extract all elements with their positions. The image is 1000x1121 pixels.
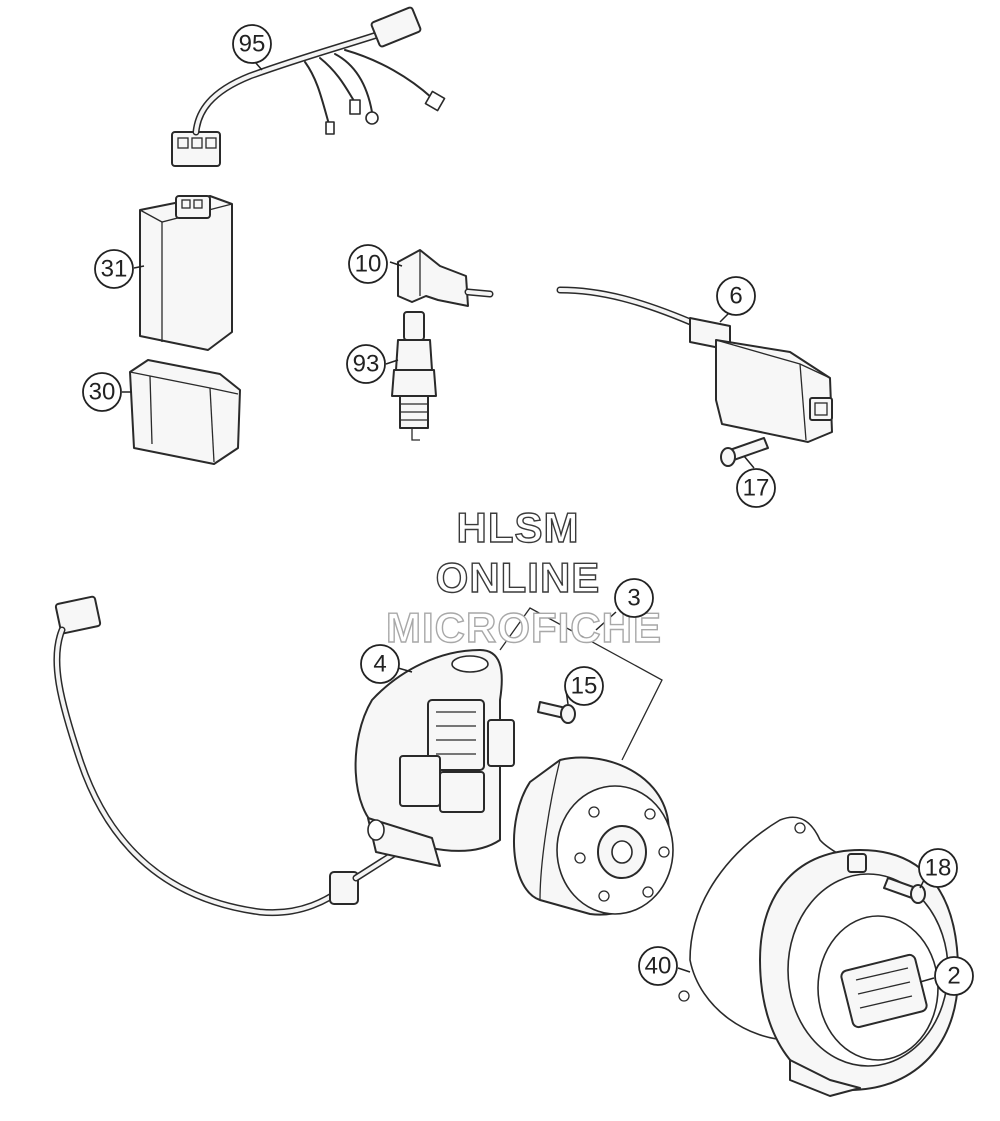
cdi-holder-drawing — [129, 359, 241, 465]
callout-17-circle — [736, 468, 776, 508]
callout-15-label: 15 — [571, 673, 598, 700]
stator-cable-drawing — [53, 595, 404, 917]
callout-4-label: 4 — [373, 651, 386, 678]
flywheel-rotor-drawing — [513, 756, 674, 916]
callout-40-circle — [638, 946, 678, 986]
callout-17-label: 17 — [743, 475, 770, 502]
callout-93-label: 93 — [353, 351, 380, 378]
ignition-cover-drawing — [759, 849, 960, 1097]
callout-6[interactable]: 6 — [716, 276, 756, 316]
watermark-line-1: HLSM — [457, 504, 580, 551]
callout-31-circle — [94, 249, 134, 289]
watermark: HLSM ONLINE MICROFICHE — [385, 503, 662, 651]
watermark-line-2: ONLINE — [436, 554, 601, 601]
watermark-line-3: MICROFICHE — [386, 604, 662, 651]
coil-screw-drawing — [720, 437, 769, 467]
callout-2-circle — [934, 956, 974, 996]
callout-10-circle — [348, 244, 388, 284]
stator-screw-drawing — [537, 701, 576, 724]
callout-95[interactable]: 95 — [232, 24, 272, 64]
wiring-harness-drawing — [171, 6, 446, 167]
cover-screw-drawing — [883, 877, 926, 904]
spark-plug-drawing — [391, 311, 437, 441]
callout-30-label: 30 — [89, 379, 116, 406]
callout-18-circle — [918, 848, 958, 888]
callout-6-circle — [716, 276, 756, 316]
callout-3-label: 3 — [627, 585, 640, 612]
callout-95-label: 95 — [239, 31, 266, 58]
callout-93-circle — [346, 344, 386, 384]
callout-31-label: 31 — [101, 256, 128, 283]
callout-40-label: 40 — [645, 953, 672, 980]
callout-4[interactable]: 4 — [360, 644, 400, 684]
spark-plug-connector-drawing — [397, 249, 494, 307]
callout-2-label: 2 — [947, 963, 960, 990]
callout-93[interactable]: 93 — [346, 344, 386, 384]
callout-30[interactable]: 30 — [82, 372, 122, 412]
callout-95-circle — [232, 24, 272, 64]
callout-3[interactable]: 3 — [614, 578, 654, 618]
callout-40[interactable]: 40 — [638, 946, 678, 986]
callout-6-label: 6 — [729, 283, 742, 310]
callout-18-label: 18 — [925, 855, 952, 882]
callout-17[interactable]: 17 — [736, 468, 776, 508]
callout-30-circle — [82, 372, 122, 412]
callout-4-circle — [360, 644, 400, 684]
callout-2[interactable]: 2 — [934, 956, 974, 996]
callout-31[interactable]: 31 — [94, 249, 134, 289]
ignition-coil-drawing — [556, 286, 833, 443]
callout-15-circle — [564, 666, 604, 706]
cdi-unit-drawing — [139, 195, 233, 351]
callout-18[interactable]: 18 — [918, 848, 958, 888]
callout-15[interactable]: 15 — [564, 666, 604, 706]
stator-plate-drawing — [354, 649, 515, 867]
callout-3-circle — [614, 578, 654, 618]
callout-10[interactable]: 10 — [348, 244, 388, 284]
assembly-outline — [499, 607, 663, 761]
callout-10-label: 10 — [355, 251, 382, 278]
